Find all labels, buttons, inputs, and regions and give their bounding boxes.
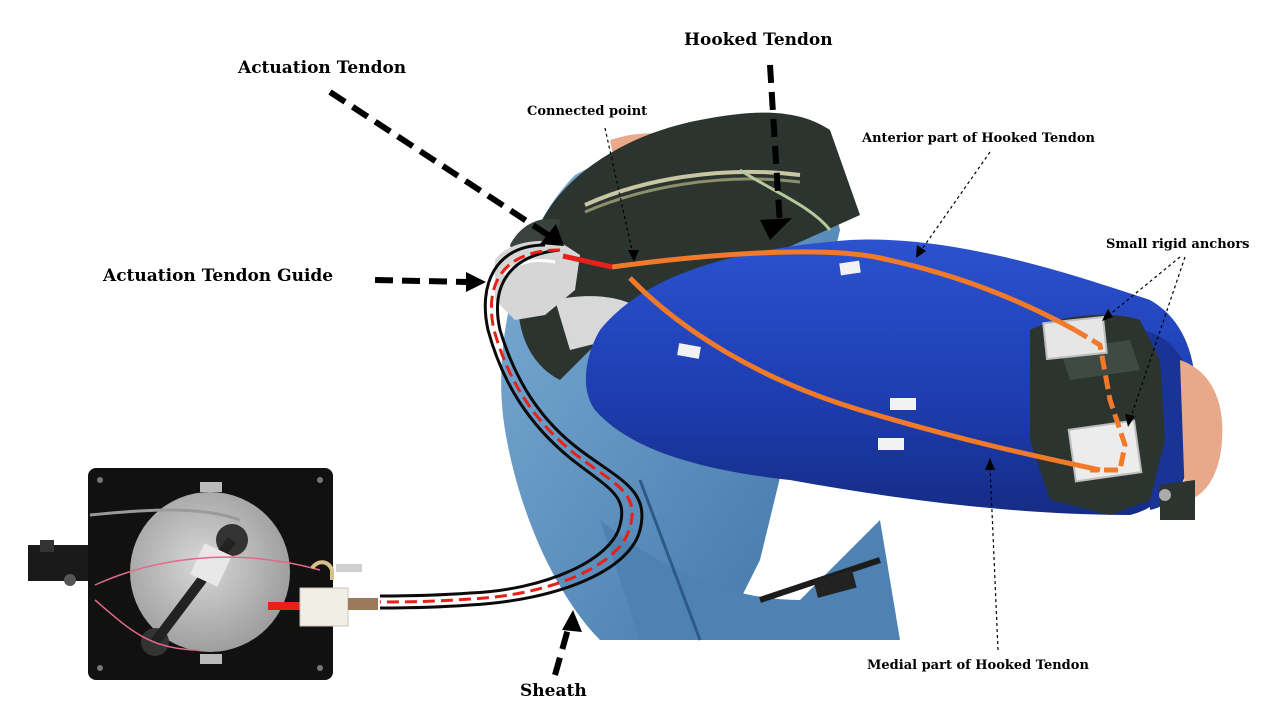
- arrow-actuation-tendon: [328, 89, 550, 238]
- arrow-sheath: [552, 621, 573, 676]
- arrow-medial-part: [989, 464, 999, 651]
- label-small-rigid-anchors: Small rigid anchors: [1106, 237, 1250, 252]
- anterior-tendon: [611, 249, 1077, 333]
- arrowhead-actuation-tendon: [540, 224, 564, 246]
- hooked-tendon-path: [611, 249, 1128, 473]
- medial-tendon: [628, 276, 1101, 473]
- thin-arrows: [604, 127, 1186, 651]
- thin-arrowheads: [628, 245, 1135, 470]
- anchor-loop: [1073, 327, 1128, 473]
- actuator-unit: [28, 468, 378, 680]
- label-medial-part: Medial part of Hooked Tendon: [867, 658, 1089, 673]
- sheath: [379, 243, 644, 610]
- arrow-anchor-bottom: [1129, 256, 1186, 421]
- label-hooked-tendon: Hooked Tendon: [684, 30, 833, 50]
- arrow-tendon-guide: [374, 277, 469, 285]
- arrowhead-tendon-guide: [466, 272, 486, 292]
- label-actuation-tendon-guide: Actuation Tendon Guide: [103, 266, 334, 286]
- arrowhead-sheath: [562, 610, 582, 632]
- arm-sleeve: [585, 239, 1223, 520]
- label-sheath: Sheath: [520, 681, 587, 701]
- arrow-connected-point: [604, 127, 634, 256]
- arrow-anterior-part: [919, 151, 991, 253]
- label-anterior-part: Anterior part of Hooked Tendon: [862, 131, 1095, 146]
- label-connected-point: Connected point: [527, 104, 648, 119]
- arrowhead-hooked-tendon: [760, 218, 792, 240]
- bold-arrows: [328, 64, 783, 676]
- actuation-tendon-path: [379, 248, 634, 604]
- label-actuation-tendon: Actuation Tendon: [238, 58, 407, 78]
- bold-arrowheads: [466, 218, 792, 632]
